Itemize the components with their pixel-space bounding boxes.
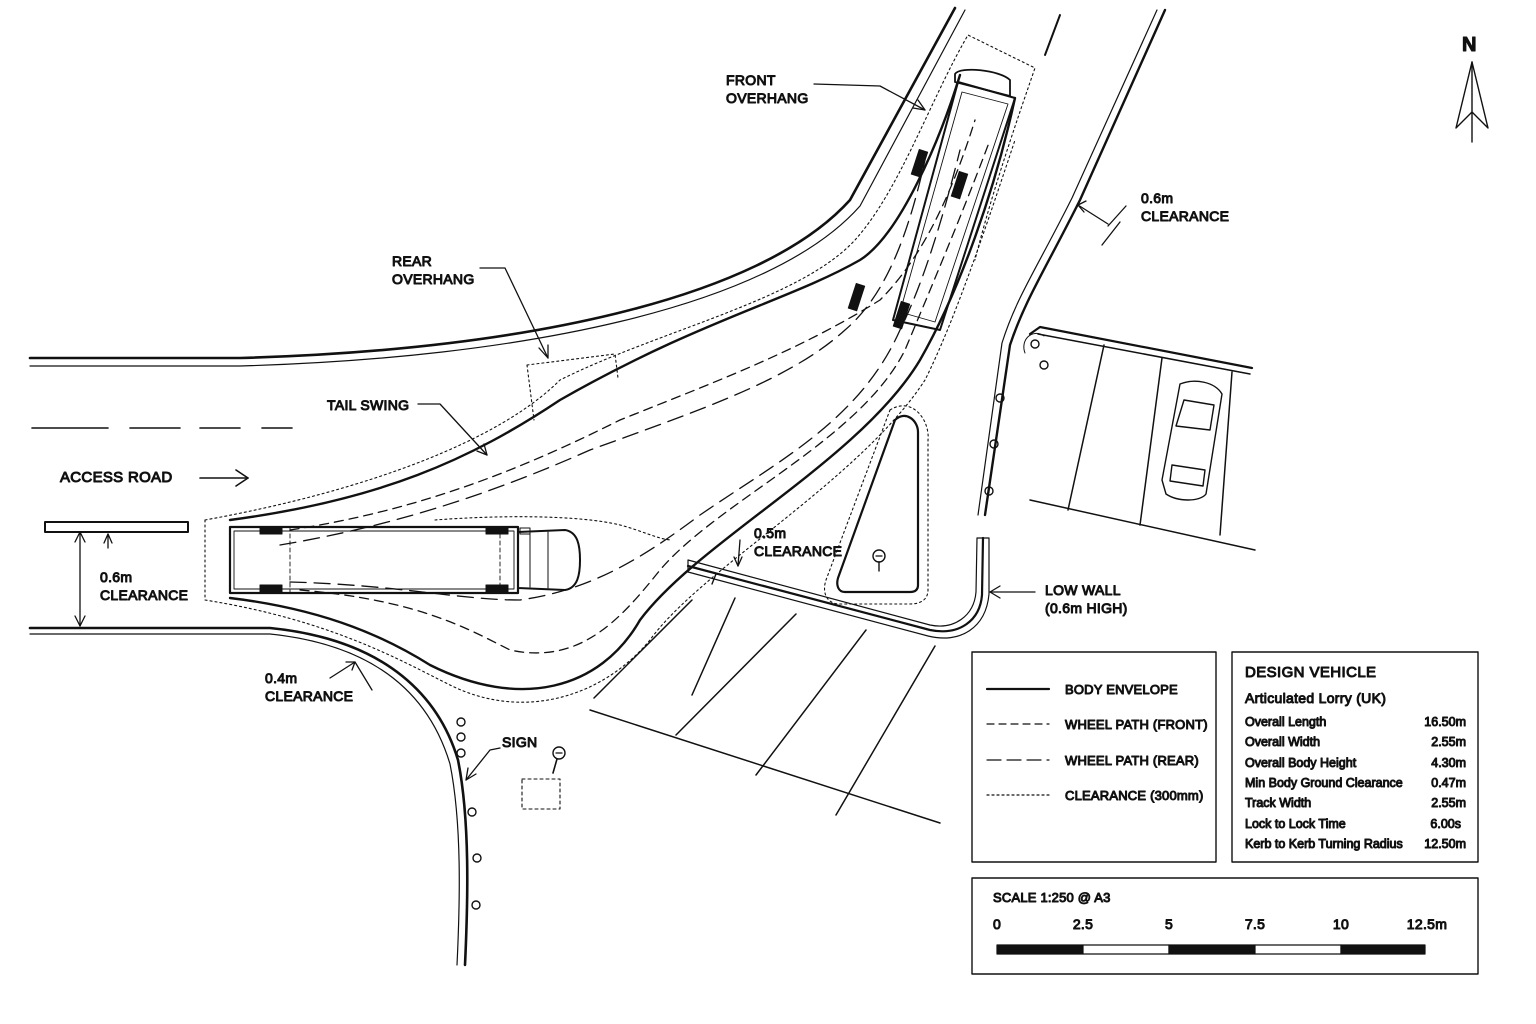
spec-value: 4.30m xyxy=(1431,756,1466,770)
spec-name: Overall Body Height xyxy=(1245,756,1357,770)
scale-title: SCALE 1:250 @ A3 xyxy=(993,890,1111,905)
clearance-06-left-label: CLEARANCE xyxy=(100,587,188,603)
legend-item-label: WHEEL PATH (FRONT) xyxy=(1065,717,1208,732)
spec-name: Kerb to Kerb Turning Radius xyxy=(1245,837,1403,851)
sign-label: SIGN xyxy=(502,734,537,750)
spec-value: 2.55m xyxy=(1431,735,1466,749)
legend: BODY ENVELOPE WHEEL PATH (FRONT) WHEEL P… xyxy=(971,651,1217,863)
spec-value: 12.50m xyxy=(1424,837,1466,851)
rear-overhang-label: REAR xyxy=(392,253,432,269)
legend-item-label: CLEARANCE (300mm) xyxy=(1065,788,1204,803)
clearance-05-value: 0.5m xyxy=(754,525,786,541)
bollards xyxy=(456,332,1049,910)
lane-markings xyxy=(31,427,293,533)
wheel-path-front xyxy=(289,119,991,654)
scale-box: SCALE 1:250 @ A3 0 2.5 5 7.5 10 12.5m xyxy=(971,877,1479,975)
leaders xyxy=(74,83,1127,781)
lorry-start xyxy=(228,525,581,595)
legend-item-label: BODY ENVELOPE xyxy=(1065,682,1178,697)
annotation-labels: FRONT OVERHANG REAR OVERHANG TAIL SWING … xyxy=(60,72,1230,751)
rear-overhang-label-2: OVERHANG xyxy=(392,271,475,287)
north-arrow: N xyxy=(1455,34,1489,143)
scale-tick-label: 0 xyxy=(993,916,1001,932)
sign-symbol xyxy=(521,746,566,810)
direction-arrow xyxy=(199,469,249,487)
clearance-06-right-value: 0.6m xyxy=(1141,190,1173,206)
road-edges xyxy=(28,6,1167,967)
clearance-06-right-label: CLEARANCE xyxy=(1141,208,1229,224)
north-label: N xyxy=(1462,34,1476,56)
spec-name: Overall Width xyxy=(1245,735,1320,749)
tail-swing-label: TAIL SWING xyxy=(327,397,409,413)
front-overhang-label-2: OVERHANG xyxy=(726,90,809,106)
clearance-04-label: CLEARANCE xyxy=(265,688,353,704)
traffic-island xyxy=(823,405,929,605)
design-vehicle-table: DESIGN VEHICLE Articulated Lorry (UK) Ov… xyxy=(1231,651,1479,863)
design-vehicle-subtitle: Articulated Lorry (UK) xyxy=(1245,690,1386,706)
scale-bar xyxy=(996,944,1426,955)
access-road-label: ACCESS ROAD xyxy=(60,469,173,486)
parked-car xyxy=(1161,380,1223,501)
scale-tick-label: 12.5m xyxy=(1407,916,1447,932)
spec-value: 2.55m xyxy=(1431,796,1466,810)
lorry-end xyxy=(847,68,1016,331)
front-overhang-label: FRONT xyxy=(726,72,776,88)
spec-name: Min Body Ground Clearance xyxy=(1245,776,1403,790)
clearance-line xyxy=(204,34,1036,703)
spec-name: Lock to Lock Time xyxy=(1245,817,1346,831)
clearance-04-value: 0.4m xyxy=(265,670,297,686)
low-wall-height-label: (0.6m HIGH) xyxy=(1045,600,1128,616)
scale-tick-label: 10 xyxy=(1333,916,1349,932)
scale-tick-label: 5 xyxy=(1165,916,1173,932)
low-wall-label: LOW WALL xyxy=(1045,582,1121,598)
legend-item-label: WHEEL PATH (REAR) xyxy=(1065,753,1199,768)
clearance-05-label: CLEARANCE xyxy=(754,543,842,559)
wheel-path-rear xyxy=(279,149,961,601)
spec-name: Overall Length xyxy=(1245,715,1326,729)
spec-value: 0.47m xyxy=(1431,776,1466,790)
scale-tick-label: 7.5 xyxy=(1245,916,1265,932)
body-envelope xyxy=(228,73,1017,691)
spec-value: 6.00s xyxy=(1430,817,1461,831)
spec-name: Track Width xyxy=(1245,796,1311,810)
scale-tick-label: 2.5 xyxy=(1073,916,1093,932)
low-wall xyxy=(686,536,990,639)
spec-value: 16.50m xyxy=(1424,715,1466,729)
parking-bays-lower xyxy=(589,597,941,824)
parking-bays-upper xyxy=(1028,325,1256,551)
design-vehicle-title: DESIGN VEHICLE xyxy=(1245,664,1376,681)
clearance-06-left-value: 0.6m xyxy=(100,569,132,585)
